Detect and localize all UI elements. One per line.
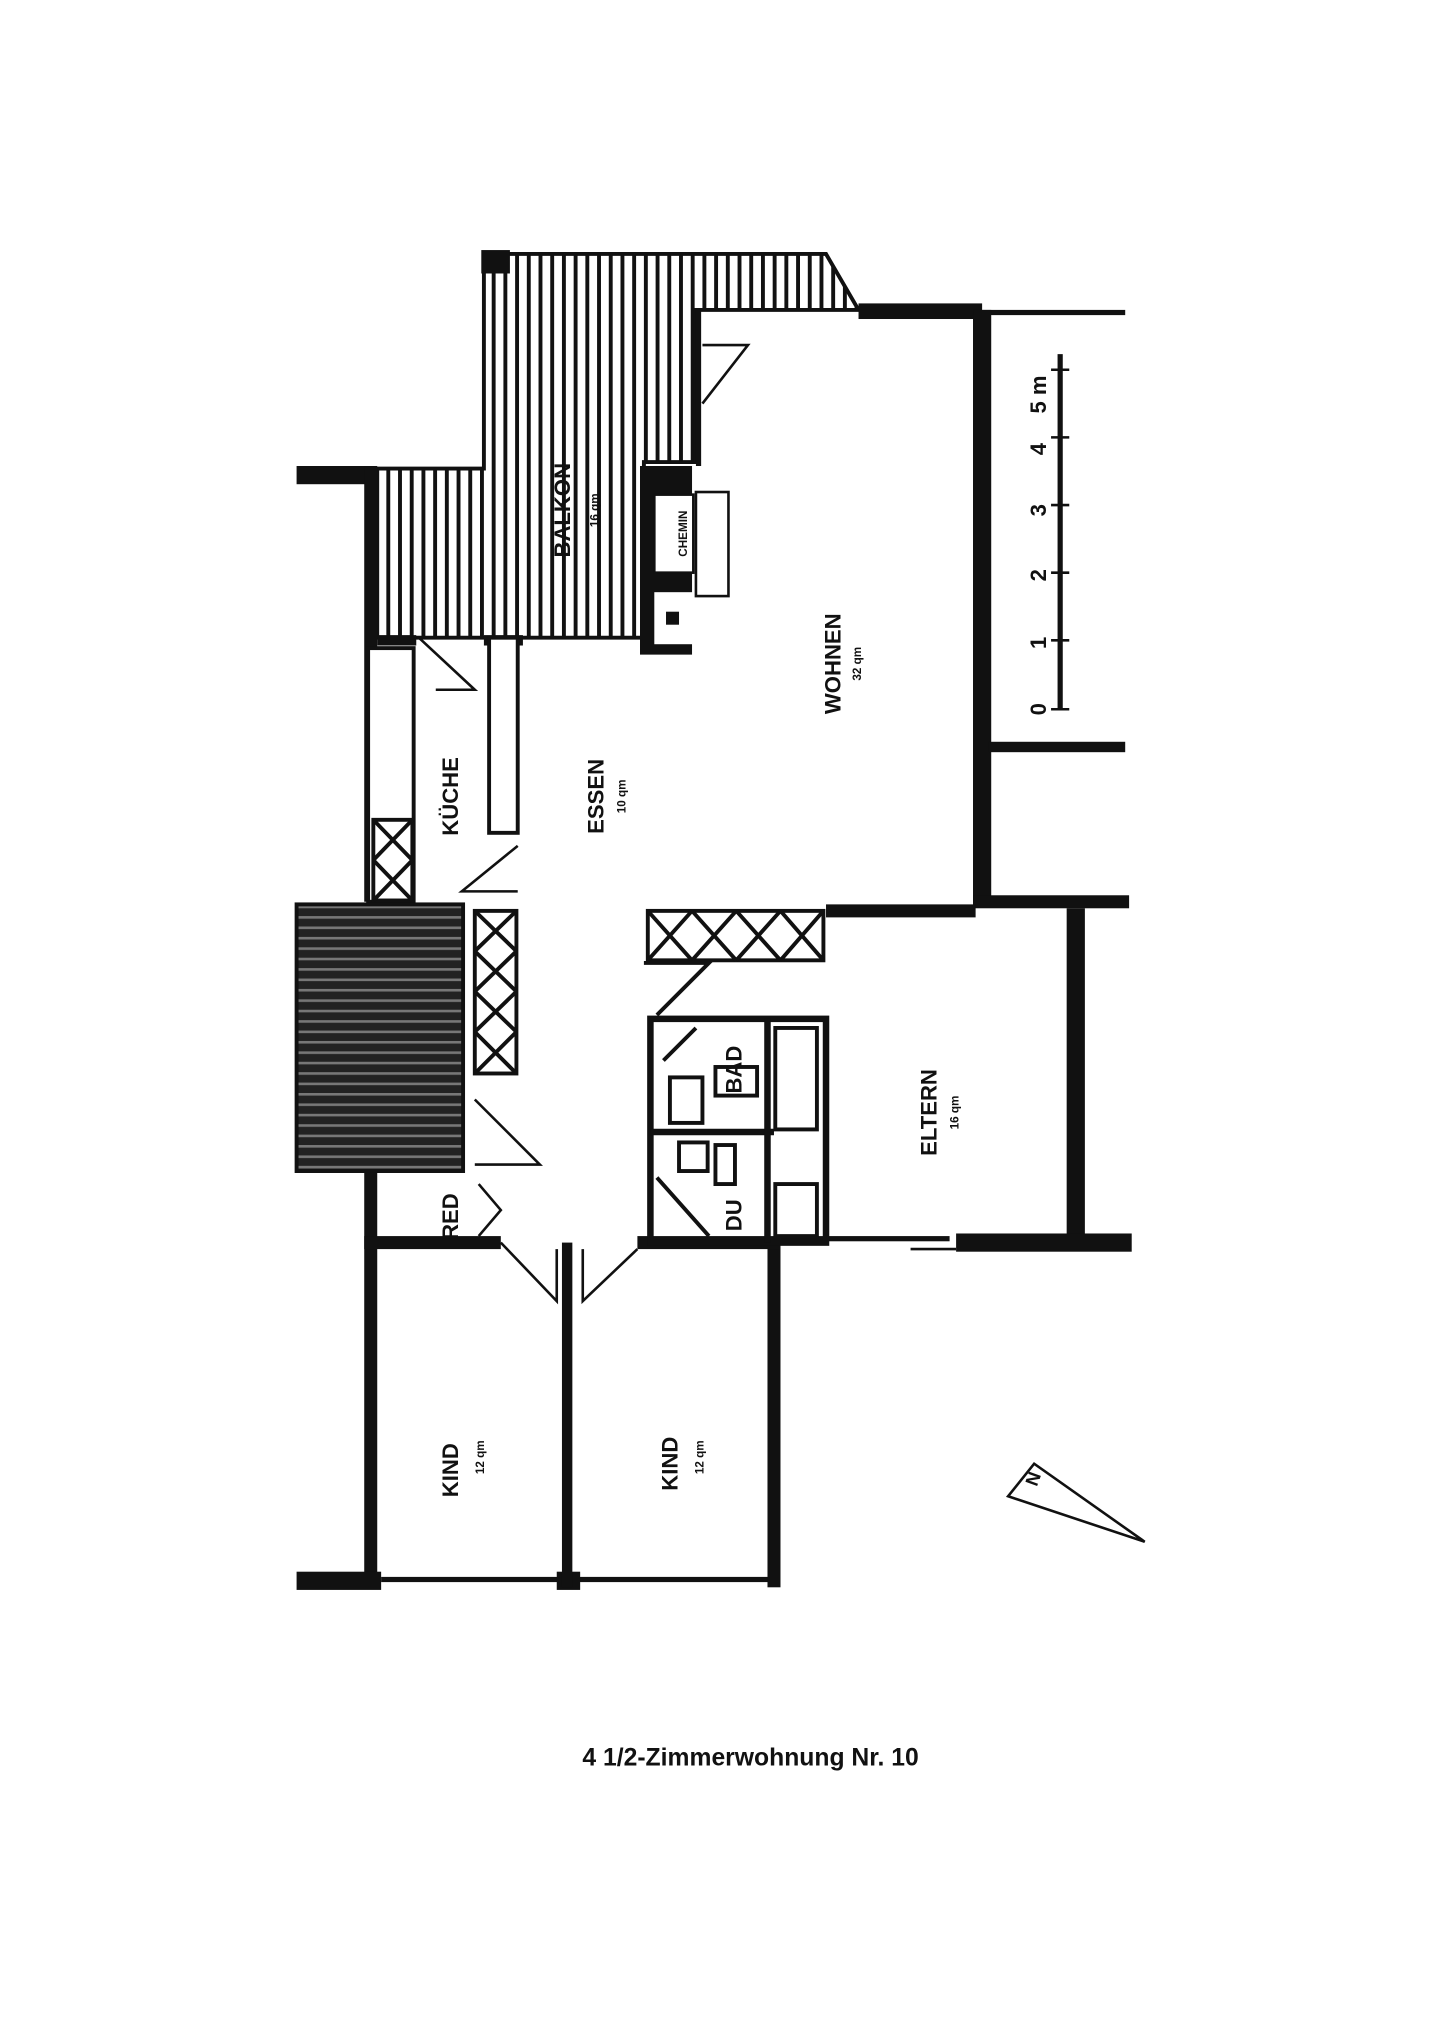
north-label: N [1022,1469,1045,1488]
staircase [294,902,466,1173]
balcony [375,250,862,646]
walls [296,303,1132,1590]
bathroom-block [643,960,830,1246]
scale-tick-1: 1 [1026,637,1051,649]
room-kind-1-area: 12 qm [474,1440,487,1474]
room-eltern-area: 16 qm [949,1096,962,1130]
room-wohnen-area: 32 qm [851,647,864,681]
door-swings [417,343,957,1305]
room-kind-1: KIND [438,1443,463,1497]
room-wohnen: WOHNEN [820,613,845,714]
scale-tick-3: 3 [1026,504,1051,516]
scale-tick-0: 0 [1026,703,1051,715]
scale-tick-5m: 5 m [1026,375,1051,413]
room-balkon: BALKON [550,463,575,558]
plan-title: 4 1/2-Zimmerwohnung Nr. 10 [582,1745,918,1772]
room-balkon-area: 16 qm [588,493,601,527]
closets [371,817,826,1076]
room-kind-2-area: 12 qm [694,1440,707,1474]
scale-bar: 0 1 2 3 4 5 m [1026,354,1070,715]
scale-tick-4: 4 [1026,442,1051,455]
room-essen-area: 10 qm [616,780,629,814]
room-eltern: ELTERN [917,1069,942,1156]
room-labels: BALKON 16 qm CHEMIN WOHNEN 32 qm ESSEN 1… [438,463,962,1497]
room-kueche: KÜCHE [438,757,463,836]
room-essen: ESSEN [584,759,609,834]
room-bad: BAD [721,1046,746,1094]
north-arrow-icon: N [1005,1461,1146,1544]
room-chemin: CHEMIN [677,511,690,557]
chimney [640,466,730,655]
room-kind-2: KIND [658,1437,683,1491]
scale-tick-2: 2 [1026,569,1051,581]
room-du: DU [721,1199,746,1231]
room-red: RED [438,1193,463,1240]
